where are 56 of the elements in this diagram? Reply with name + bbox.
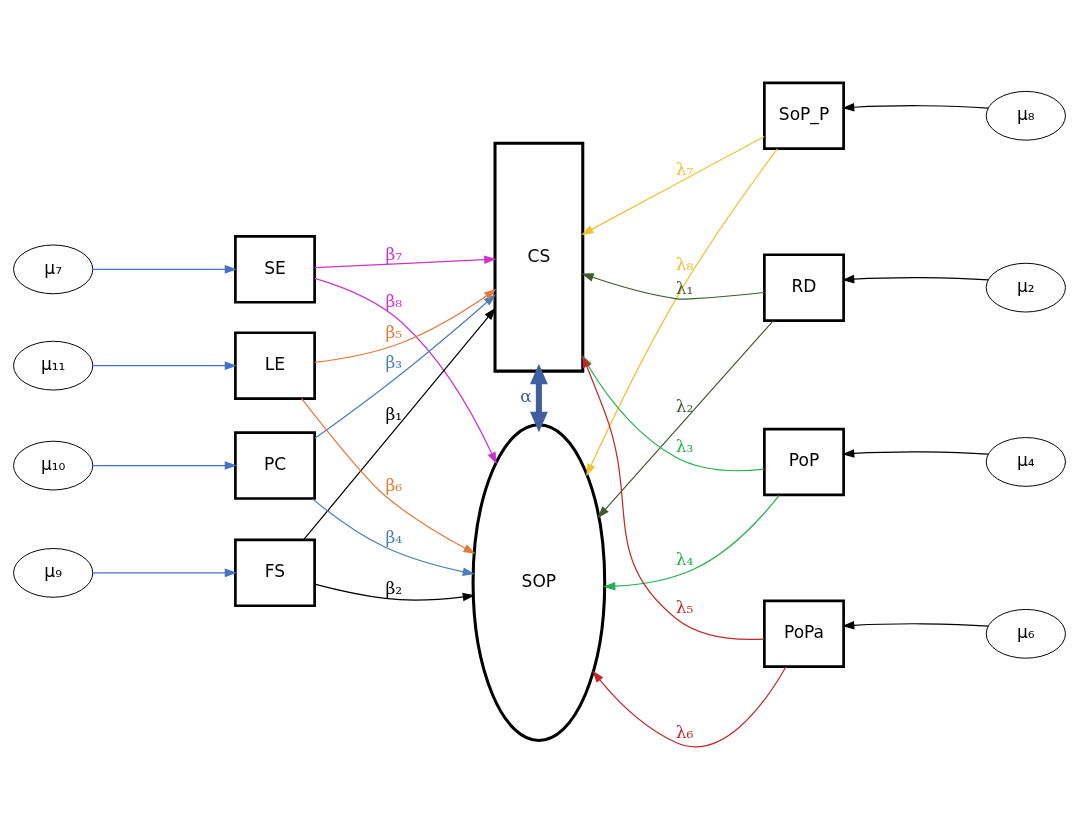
- node-ellipse: μ₂: [985, 262, 1066, 313]
- node-box: SE: [234, 235, 316, 304]
- node-ellipse: μ₁₁: [13, 340, 94, 391]
- arrow: [586, 148, 778, 477]
- arrow: [314, 294, 496, 439]
- arrow: [592, 666, 787, 748]
- edge-label: λ₈: [675, 253, 694, 274]
- node-box: RD: [763, 253, 845, 322]
- edge-label: λ₆: [675, 721, 694, 742]
- arrow: [303, 307, 496, 541]
- edge-label: λ₇: [675, 158, 694, 179]
- arrow: [92, 568, 237, 578]
- node-box: CS: [493, 141, 585, 373]
- edge-label: λ₄: [675, 548, 694, 569]
- edge-label: β₂: [385, 577, 403, 598]
- node-ellipse: μ₁₀: [13, 440, 94, 491]
- node-box: FS: [234, 538, 316, 608]
- edge-label: λ₂: [675, 396, 694, 417]
- arrow: [842, 449, 989, 458]
- node-box: PoP: [763, 427, 845, 497]
- arrow: [301, 398, 476, 554]
- node-ellipse: μ₈: [985, 90, 1066, 141]
- node-box: SoP_P: [763, 81, 845, 151]
- arrow: [314, 289, 497, 364]
- edge-label: β₄: [385, 526, 403, 547]
- arrow: [581, 273, 765, 300]
- arrow: [842, 103, 989, 112]
- arrow: [581, 135, 765, 236]
- node-box: LE: [234, 331, 316, 400]
- node-box: PC: [234, 431, 316, 500]
- arrow: [92, 461, 237, 470]
- edge-label: β₃: [385, 352, 403, 373]
- arrow: [842, 621, 989, 630]
- edge-label: β₇: [385, 243, 403, 264]
- arrow: [314, 583, 475, 602]
- edge-label: β₆: [385, 475, 403, 496]
- edge-label: α: [520, 386, 532, 407]
- arrow: [314, 277, 497, 465]
- edge-label: λ₅: [675, 597, 694, 618]
- node-ellipse: μ₄: [985, 437, 1066, 487]
- arrow: [92, 265, 237, 274]
- node-ellipse: μ₇: [13, 244, 94, 295]
- node-ellipse: μ₉: [13, 548, 94, 598]
- arrow: [529, 363, 548, 433]
- arrow: [842, 274, 989, 284]
- edge-label: β₁: [385, 403, 403, 424]
- edge-label: β₈: [385, 291, 403, 312]
- arrow: [597, 320, 774, 519]
- node-box: PoPa: [763, 599, 845, 669]
- arrow: [311, 498, 475, 576]
- edge-label: λ₃: [675, 436, 694, 457]
- node-ellipse: μ₆: [985, 608, 1066, 659]
- edge-label: β₅: [385, 321, 403, 342]
- arrow: [92, 361, 237, 370]
- arrow: [314, 255, 497, 269]
- arrow: [603, 494, 780, 591]
